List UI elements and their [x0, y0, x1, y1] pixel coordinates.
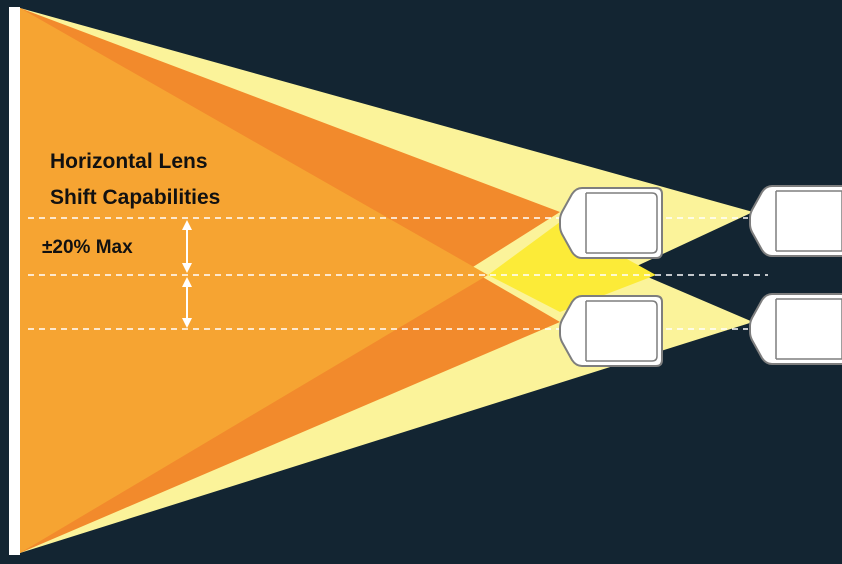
projector-icon: [559, 187, 663, 259]
beam-overlap-region: [488, 222, 656, 312]
projector-icon: [559, 295, 663, 367]
screen: [9, 7, 20, 555]
projector-icon: [749, 293, 842, 365]
double-arrow-icon: [182, 277, 192, 328]
diagram-title-line-1: Horizontal Lens: [50, 150, 208, 173]
centered-projection-area: [20, 8, 488, 553]
shift-range-label: ±20% Max: [42, 237, 133, 258]
projector-icon: [749, 185, 842, 257]
double-arrow-icon: [182, 220, 192, 273]
diagram-title-line-2: Shift Capabilities: [50, 186, 221, 209]
